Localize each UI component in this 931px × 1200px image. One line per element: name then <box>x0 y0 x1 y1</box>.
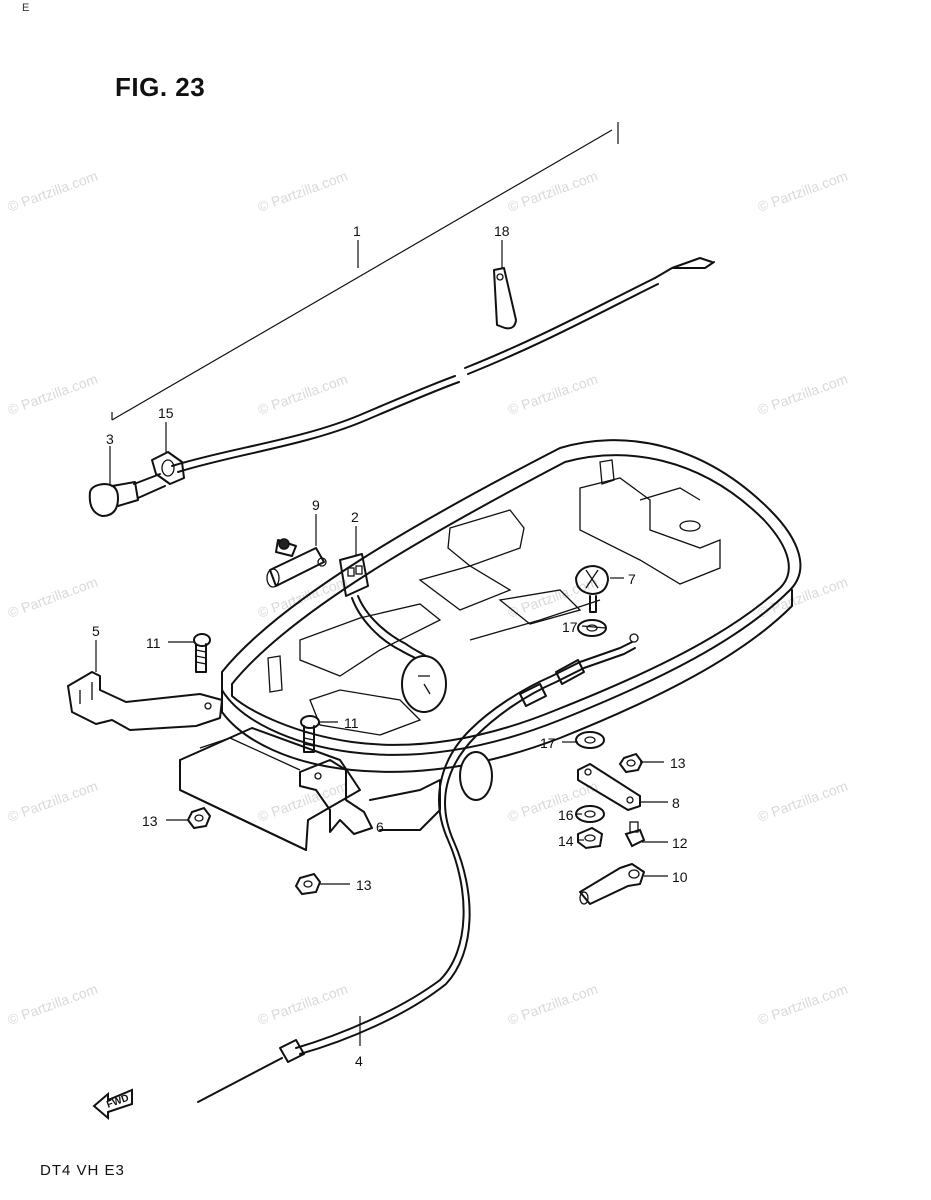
stop-switch-knob <box>88 473 166 517</box>
cable-adjuster-knob <box>575 565 609 613</box>
watermark: © Partzilla.com <box>6 371 100 418</box>
callout-2: 2 <box>351 509 359 525</box>
throttle-link <box>577 763 641 811</box>
callout-10: 10 <box>672 869 688 885</box>
leader-lines <box>95 240 668 1046</box>
nut-right <box>618 752 644 774</box>
callout-13-bottom: 13 <box>356 877 372 893</box>
nut-left <box>186 806 212 830</box>
bolt-upper <box>193 633 211 673</box>
figure-title: FIG. 23 <box>115 72 206 102</box>
arrow-left-icon <box>92 1088 133 1121</box>
watermark: © Partzilla.com <box>256 981 350 1028</box>
callout-4: 4 <box>355 1053 363 1069</box>
watermark: © Partzilla.com <box>256 371 350 418</box>
watermark: © Partzilla.com <box>6 168 100 215</box>
callout-7: 7 <box>628 571 636 587</box>
watermark: © Partzilla.com <box>506 371 600 418</box>
watermark: © Partzilla.com <box>756 778 850 825</box>
callout-labels: 1 18 15 3 9 2 7 17 5 11 11 17 13 8 16 14… <box>92 223 688 1069</box>
callout-16: 16 <box>558 807 574 823</box>
callout-17-lower: 17 <box>540 735 556 751</box>
callout-13-left: 13 <box>142 813 158 829</box>
cable-clip <box>493 267 517 330</box>
watermark: © Partzilla.com <box>6 981 100 1028</box>
watermark: © Partzilla.com <box>756 981 850 1028</box>
pivot-pin <box>624 821 646 848</box>
callout-1: 1 <box>353 223 361 239</box>
callout-6: 6 <box>376 819 384 835</box>
watermark: © Partzilla.com <box>256 778 350 825</box>
callout-5: 5 <box>92 623 100 639</box>
callout-9: 9 <box>312 497 320 513</box>
callout-11-lower: 11 <box>344 715 359 731</box>
watermark: © Partzilla.com <box>506 168 600 215</box>
throttle-cable <box>197 633 639 1103</box>
stop-switch <box>339 553 447 713</box>
watermark: © Partzilla.com <box>506 981 600 1028</box>
stop-cable <box>171 257 715 473</box>
mounting-bracket <box>67 671 223 731</box>
watermark: © Partzilla.com <box>256 574 350 621</box>
nut-bottom <box>294 872 322 896</box>
bolt-lower <box>300 715 320 753</box>
watermark: © Partzilla.com <box>756 168 850 215</box>
cable-grommet <box>151 451 185 485</box>
callout-12: 12 <box>672 835 688 851</box>
callout-18: 18 <box>494 223 510 239</box>
callout-14: 14 <box>558 833 574 849</box>
callout-15: 15 <box>158 405 174 421</box>
corner-mark: E <box>22 2 30 14</box>
plug-screw <box>266 538 327 588</box>
watermark: © Partzilla.com <box>6 574 100 621</box>
callout-3: 3 <box>106 431 114 447</box>
cable-holder-bracket <box>299 759 373 835</box>
watermark: © Partzilla.com <box>256 168 350 215</box>
callout-17-upper: 17 <box>562 619 578 635</box>
washer-lower <box>575 731 605 749</box>
watermark: © Partzilla.com <box>756 371 850 418</box>
fwd-marker: FWD <box>92 1088 133 1121</box>
nut-14 <box>577 826 604 850</box>
callout-8: 8 <box>672 795 680 811</box>
rod-end <box>579 863 645 905</box>
watermark: © Partzilla.com <box>6 778 100 825</box>
part-1-bracket <box>111 122 619 421</box>
callout-13-right: 13 <box>670 755 686 771</box>
callout-11-upper: 11 <box>146 635 161 651</box>
model-code: DT4 VH E3 <box>40 1162 125 1179</box>
watermark-layer: © Partzilla.com © Partzilla.com © Partzi… <box>6 168 850 1028</box>
